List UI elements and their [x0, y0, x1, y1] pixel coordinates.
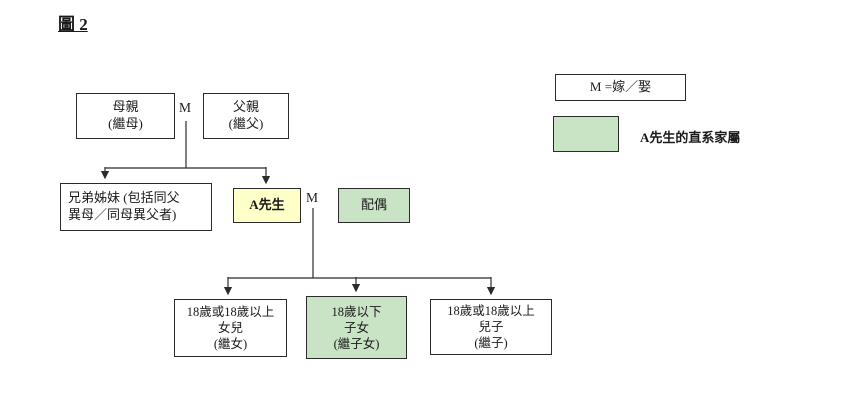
node-mr-a-label: A先生 [249, 197, 285, 213]
node-spouse-label: 配偶 [360, 197, 387, 213]
node-father: 父親 (繼父) [203, 93, 289, 139]
node-daughter-adult: 18歲或18歲以上 女兒 (繼女) [174, 299, 287, 357]
node-father-alt: (繼父) [228, 116, 264, 131]
node-father-name: 父親 [232, 99, 259, 115]
legend-family-swatch [553, 116, 619, 152]
node-siblings: 兄弟姊妹 (包括同父 異母／同母異父者) [60, 183, 212, 231]
node-mother-name: 母親 [112, 99, 139, 115]
node-mother: 母親 (繼母) [76, 93, 175, 139]
legend-marriage-box: M =嫁／娶 [555, 74, 686, 101]
node-son-line3: (繼子) [474, 336, 508, 350]
node-children-minor-line2: 子女 [343, 320, 369, 335]
node-son-line1: 18歲或18歲以上 [447, 304, 535, 318]
marriage-symbol-parents: M [179, 100, 192, 115]
node-children-minor-line1: 18歲以下 [331, 304, 382, 319]
legend-family-label: A先生的直系家屬 [640, 130, 741, 145]
node-son-adult: 18歲或18歲以上 兒子 (繼子) [430, 299, 552, 355]
figure-title: 圖 2 [58, 15, 88, 34]
node-children-minor-line3: (繼子女) [333, 336, 380, 351]
marriage-symbol-mr-a: M [306, 190, 319, 205]
node-children-minor: 18歲以下 子女 (繼子女) [306, 296, 407, 359]
node-siblings-line2: 異母／同母異父者) [68, 207, 177, 222]
node-daughter-line2: 女兒 [217, 321, 243, 335]
node-daughter-line3: (繼女) [213, 337, 248, 351]
node-siblings-line1: 兄弟姊妹 (包括同父 [68, 190, 180, 206]
node-son-line2: 兒子 [478, 320, 504, 334]
node-mr-a: A先生 [233, 188, 301, 223]
node-mother-alt: (繼母) [108, 116, 143, 131]
node-daughter-line1: 18歲或18歲以上 [186, 305, 275, 319]
node-spouse: 配偶 [338, 188, 410, 223]
legend-marriage-label: M =嫁／娶 [589, 79, 652, 95]
